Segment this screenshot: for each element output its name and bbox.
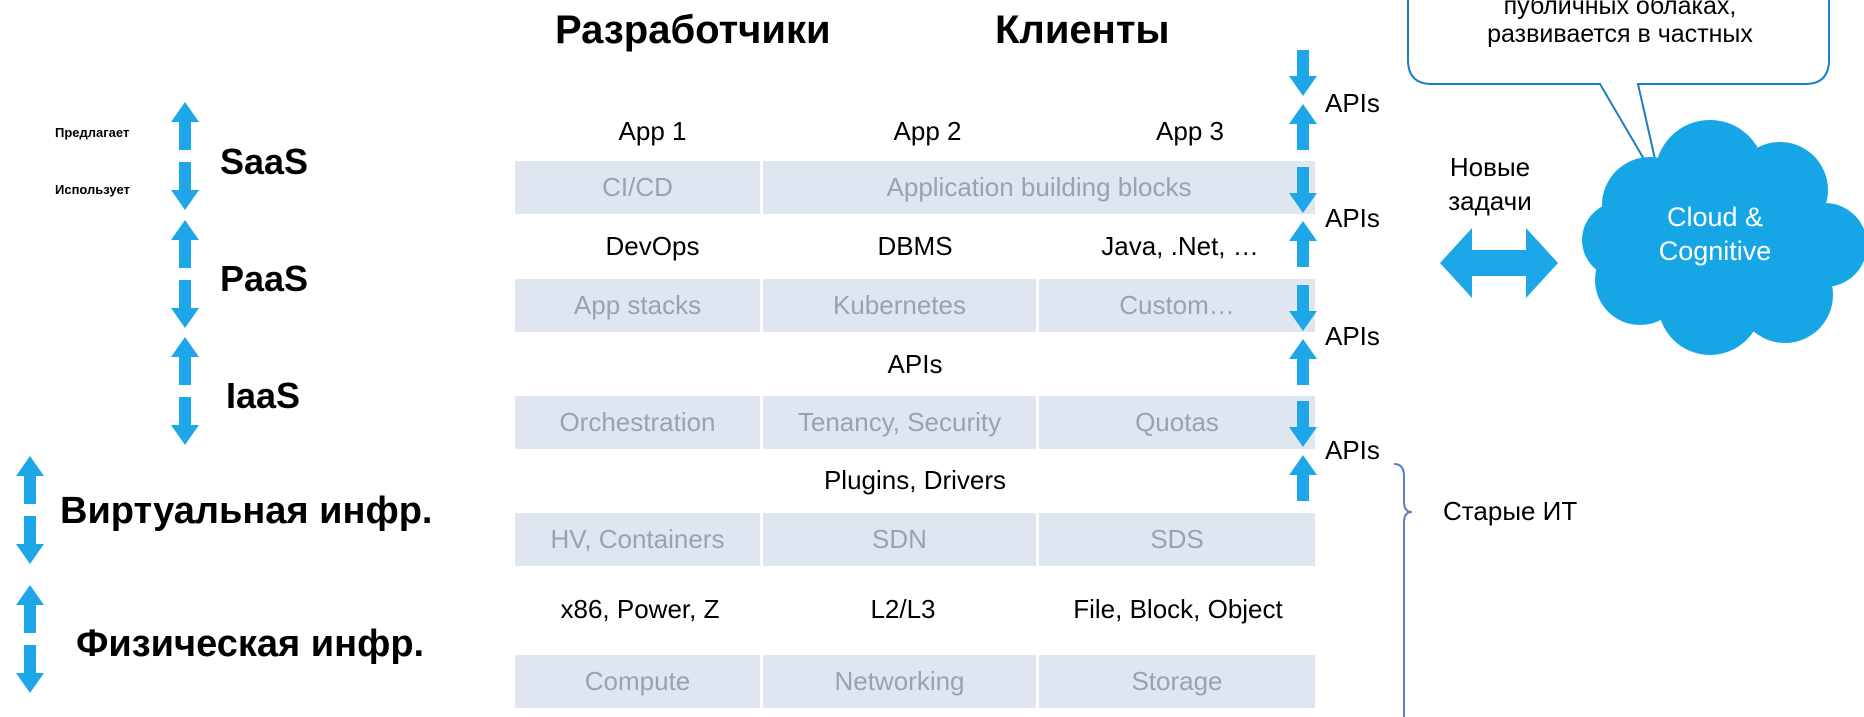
cell-hv-containers: HV, Containers <box>515 513 763 566</box>
cell-orchestration: Orchestration <box>515 396 763 449</box>
api-arrow-pair-1 <box>1289 50 1317 150</box>
cell-quotas: Quotas <box>1039 396 1315 449</box>
cell-sdn: SDN <box>763 513 1039 566</box>
cell-devops: DevOps <box>605 231 700 261</box>
new-tasks-label: Новые задачи <box>1440 150 1540 218</box>
api-label-3: APIs <box>1325 321 1380 351</box>
row-hardware: x86, Power, Z L2/L3 File, Block, Object <box>515 583 1315 636</box>
cloud-label-line2: Cognitive <box>1658 236 1772 266</box>
bidirectional-arrow <box>1440 228 1558 298</box>
cell-app-stacks: App stacks <box>515 279 763 332</box>
saas-offers-label: Предлагает <box>55 125 130 140</box>
api-arrow-pair-4 <box>1289 401 1317 501</box>
api-arrow-pair-2 <box>1289 167 1317 267</box>
cell-app2: App 2 <box>893 116 962 146</box>
api-arrow-pair-3 <box>1289 285 1317 385</box>
cloud-label: Cloud & Cognitive <box>1600 200 1830 268</box>
row-app-stacks: App stacks Kubernetes Custom… <box>515 279 1315 332</box>
saas-arrows <box>171 102 199 210</box>
cell-apis: APIs <box>887 349 943 379</box>
cloud-shape <box>1582 120 1864 355</box>
cell-dbms: DBMS <box>877 231 953 261</box>
cell-plugins-drivers: Plugins, Drivers <box>823 465 1007 495</box>
virtual-infra-arrows <box>16 456 44 564</box>
physical-infra-arrows <box>16 585 44 693</box>
cell-java-net: Java, .Net, … <box>1101 231 1259 261</box>
legacy-brace <box>1393 463 1413 717</box>
legacy-it-label: Старые ИТ <box>1443 496 1578 526</box>
row-orchestration: Orchestration Tenancy, Security Quotas <box>515 396 1315 449</box>
paas-label: PaaS <box>220 258 309 299</box>
cell-l2l3: L2/L3 <box>870 594 936 624</box>
new-tasks-line1: Новые <box>1449 152 1531 182</box>
row-hv: HV, Containers SDN SDS <box>515 513 1315 566</box>
cell-app1: App 1 <box>618 116 687 146</box>
paas-arrows <box>171 220 199 328</box>
cell-storage: Storage <box>1039 655 1315 708</box>
row-cicd: CI/CD Application building blocks <box>515 161 1315 214</box>
header-developers: Разработчики <box>555 8 831 52</box>
api-label-2: APIs <box>1325 203 1380 233</box>
saas-uses-label: Использует <box>55 182 130 197</box>
iaas-arrows <box>171 337 199 445</box>
row-compute: Compute Networking Storage <box>515 655 1315 708</box>
new-tasks-line2: задачи <box>1448 186 1532 216</box>
cell-cicd: CI/CD <box>515 161 763 214</box>
cloud-label-line1: Cloud & <box>1666 202 1764 232</box>
iaas-label: IaaS <box>226 375 301 416</box>
cell-custom: Custom… <box>1039 279 1315 332</box>
virtual-infra-label: Виртуальная инфр. <box>60 490 433 532</box>
saas-label: SaaS <box>220 141 309 182</box>
cell-networking: Networking <box>763 655 1039 708</box>
physical-infra-label: Физическая инфр. <box>76 623 425 665</box>
api-label-4: APIs <box>1325 435 1380 465</box>
row-apps: App 1 App 2 App 3 <box>515 105 1315 158</box>
cell-sds: SDS <box>1039 513 1315 566</box>
api-label-1: APIs <box>1325 88 1380 118</box>
cell-app3: App 3 <box>1156 116 1224 146</box>
cell-kubernetes: Kubernetes <box>763 279 1039 332</box>
cell-file-block-object: File, Block, Object <box>1073 594 1283 624</box>
cell-x86: x86, Power, Z <box>560 594 720 624</box>
callout-text-line2: развивается в частных <box>1487 20 1753 48</box>
row-apis: APIs <box>515 338 1315 391</box>
header-clients: Клиенты <box>995 8 1170 52</box>
row-devops: DevOps DBMS Java, .Net, … <box>515 220 1315 273</box>
row-plugins: Plugins, Drivers <box>515 454 1315 507</box>
cell-tenancy-security: Tenancy, Security <box>763 396 1039 449</box>
callout-text-line1: публичных облаках, <box>1503 0 1737 20</box>
cell-app-building-blocks: Application building blocks <box>763 161 1315 214</box>
cell-compute: Compute <box>515 655 763 708</box>
